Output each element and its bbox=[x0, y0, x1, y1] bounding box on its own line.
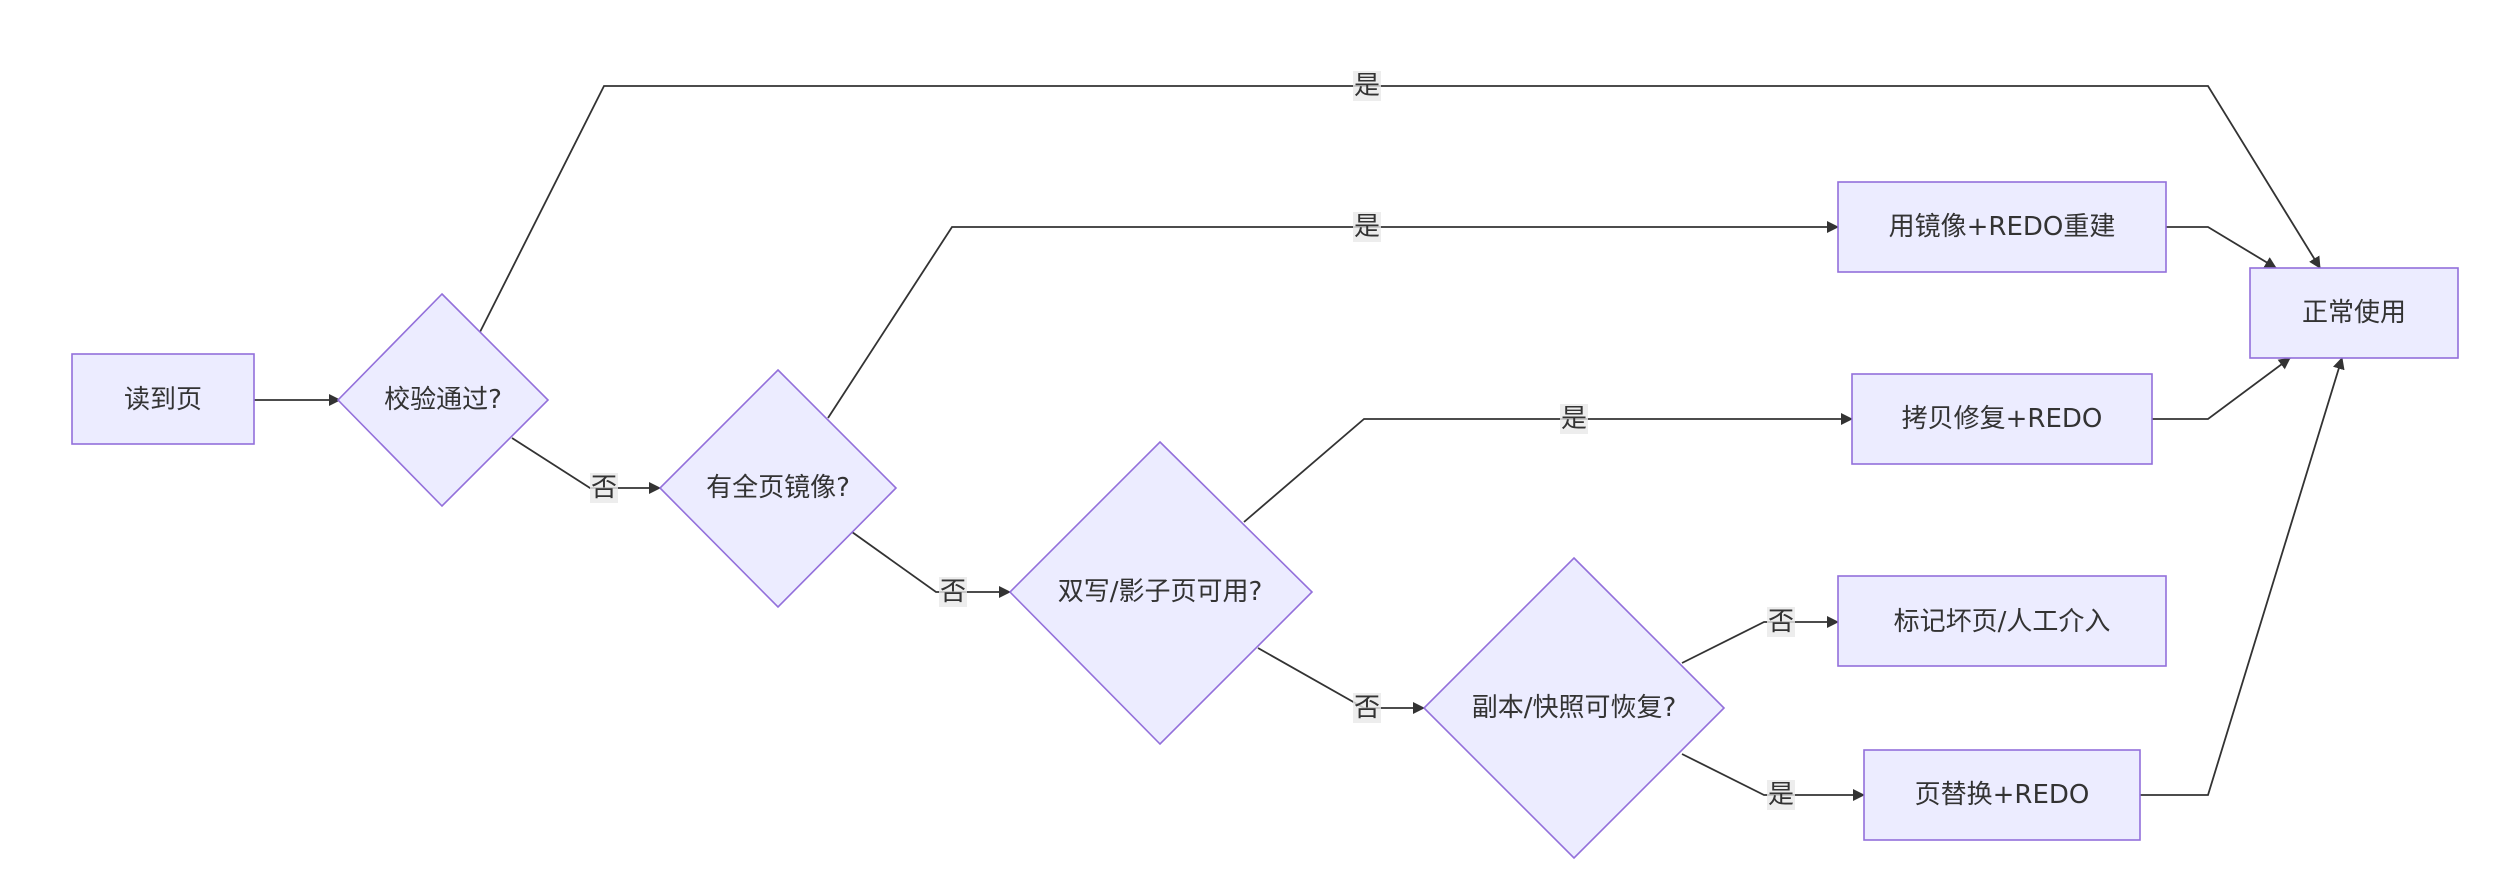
edge-image-no bbox=[851, 531, 1011, 598]
label-image-yes: 是 bbox=[1353, 212, 1381, 242]
edge-doublewrite-no bbox=[1257, 647, 1425, 714]
node-read-page: 读到页 bbox=[71, 353, 255, 445]
svg-text:读到页: 读到页 bbox=[124, 385, 202, 415]
edges bbox=[254, 85, 2345, 801]
label-image-no: 否 bbox=[939, 577, 967, 607]
svg-text:是: 是 bbox=[1561, 404, 1587, 434]
svg-text:否: 否 bbox=[1354, 693, 1380, 723]
node-mark-bad-page: 标记坏页/人工介入 bbox=[1837, 575, 2167, 667]
svg-text:否: 否 bbox=[1768, 607, 1794, 637]
svg-text:标记坏页/人工介入: 标记坏页/人工介入 bbox=[1894, 607, 2111, 637]
label-doublewrite-no: 否 bbox=[1353, 693, 1381, 723]
svg-text:用镜像+REDO重建: 用镜像+REDO重建 bbox=[1889, 212, 2116, 242]
edge-rebuild-to-normal bbox=[2166, 226, 2277, 269]
edge-image-yes bbox=[827, 221, 1839, 419]
edge-replica-no bbox=[1681, 616, 1839, 664]
svg-text:是: 是 bbox=[1354, 71, 1380, 101]
node-rebuild-with-image: 用镜像+REDO重建 bbox=[1837, 181, 2167, 273]
node-page-replace: 页替换+REDO bbox=[1863, 749, 2141, 841]
label-doublewrite-yes: 是 bbox=[1560, 404, 1588, 434]
label-checksum-no: 否 bbox=[590, 473, 618, 503]
svg-text:是: 是 bbox=[1354, 212, 1380, 242]
svg-text:正常使用: 正常使用 bbox=[2302, 298, 2406, 328]
svg-text:是: 是 bbox=[1768, 780, 1794, 810]
label-replica-yes: 是 bbox=[1767, 780, 1795, 810]
node-checksum-decision: 校验通过? bbox=[336, 292, 550, 508]
edge-doublewrite-yes bbox=[1243, 413, 1853, 523]
node-copy-repair: 拷贝修复+REDO bbox=[1851, 373, 2153, 465]
edge-replace-to-normal bbox=[2140, 357, 2345, 796]
svg-text:拷贝修复+REDO: 拷贝修复+REDO bbox=[1902, 404, 2103, 434]
nodes: 读到页 校验通过? 有全页镜像? 双写/影子页可用? 副本/快照可恢复? 用镜像… bbox=[71, 181, 2459, 860]
label-checksum-yes: 是 bbox=[1353, 71, 1381, 101]
svg-text:双写/影子页可用?: 双写/影子页可用? bbox=[1058, 577, 1263, 607]
svg-text:页替换+REDO: 页替换+REDO bbox=[1915, 780, 2090, 810]
label-replica-no: 否 bbox=[1767, 607, 1795, 637]
node-replica-decision: 副本/快照可恢复? bbox=[1422, 556, 1726, 860]
edge-labels: 是 否 是 否 是 否 否 是 bbox=[590, 71, 1795, 810]
svg-text:有全页镜像?: 有全页镜像? bbox=[706, 473, 850, 503]
edge-copy-to-normal bbox=[2152, 357, 2291, 420]
svg-text:副本/快照可恢复?: 副本/快照可恢复? bbox=[1472, 693, 1677, 723]
edge-replica-yes bbox=[1681, 753, 1865, 801]
node-full-page-image-decision: 有全页镜像? bbox=[658, 368, 898, 609]
svg-text:否: 否 bbox=[591, 473, 617, 503]
edge-checksum-yes bbox=[479, 85, 2321, 333]
svg-text:否: 否 bbox=[940, 577, 966, 607]
svg-text:校验通过?: 校验通过? bbox=[384, 385, 502, 415]
node-doublewrite-decision: 双写/影子页可用? bbox=[1008, 440, 1314, 746]
node-normal-use: 正常使用 bbox=[2249, 267, 2459, 359]
edge-checksum-no bbox=[511, 437, 661, 494]
